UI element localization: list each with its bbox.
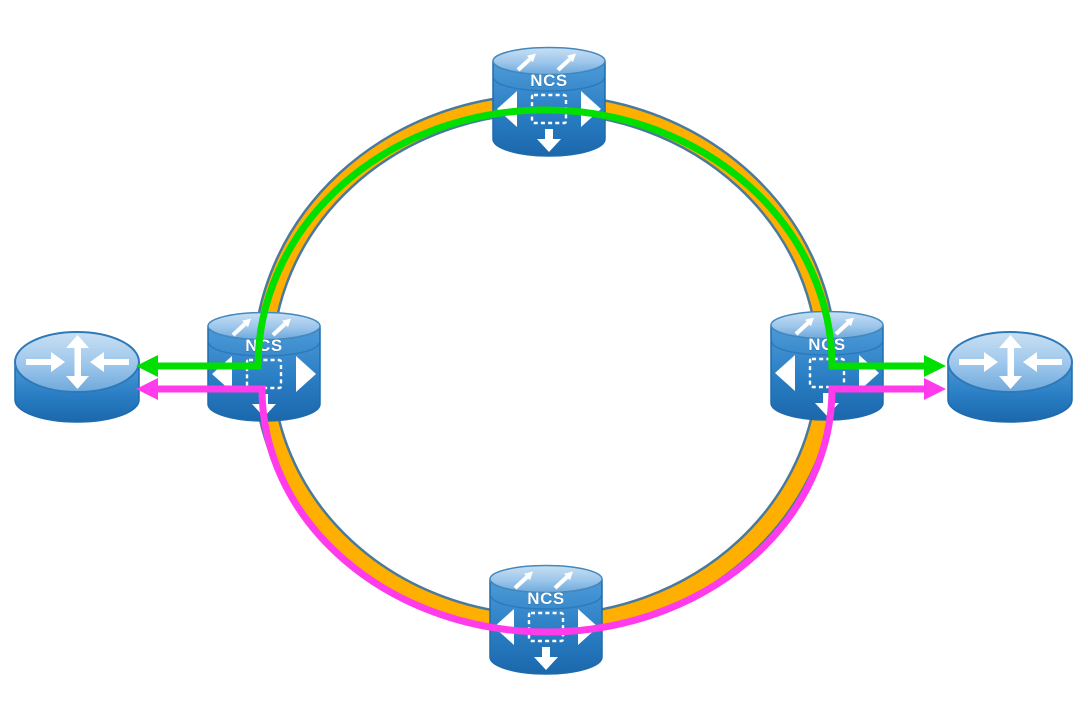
ncs-top-label: NCS — [530, 71, 567, 90]
protect-path-line — [156, 385, 926, 636]
protect-path-arrowhead-right — [924, 378, 946, 400]
router-left-icon — [14, 331, 140, 423]
working-path-arrowhead-right — [924, 355, 946, 377]
ncs-bottom-label: NCS — [527, 589, 564, 608]
ncs-device-top-icon — [493, 48, 605, 157]
ncs-right-label: NCS — [808, 335, 845, 354]
ncs-device-bottom-icon — [490, 566, 602, 675]
router-right-icon — [947, 331, 1073, 423]
working-path-arrowhead-left — [136, 355, 158, 377]
ncs-left-label: NCS — [245, 336, 282, 355]
working-path-line — [156, 106, 926, 370]
protect-path-arrowhead-left — [136, 378, 158, 400]
